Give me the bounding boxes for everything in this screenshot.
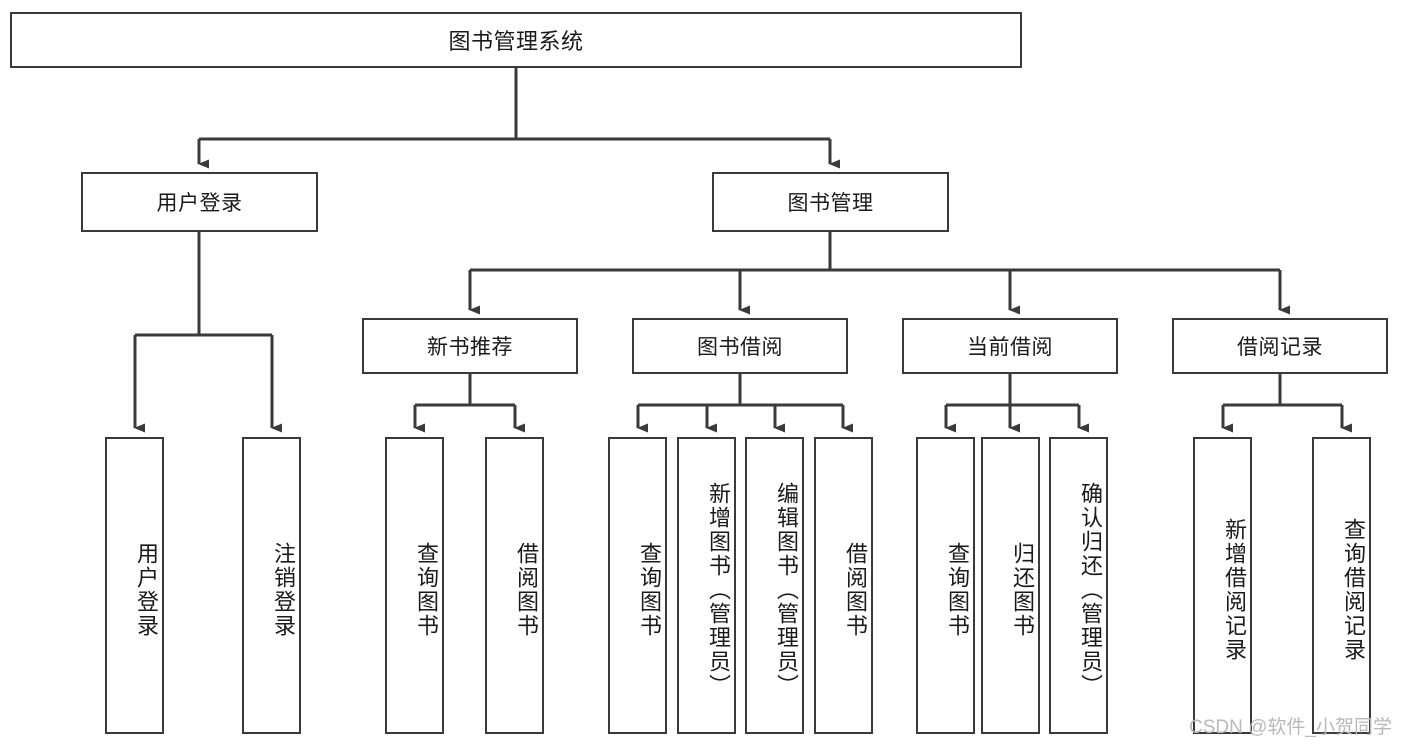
leaf-new-book-borrow-book[interactable]: 借阅图书 [485, 437, 544, 734]
csdn-watermark: CSDN @软件_小贺同学 [1189, 717, 1392, 738]
leaf-user-login-logout[interactable]: 注销登录 [242, 437, 301, 734]
node-user-login[interactable]: 用户登录 [81, 172, 318, 232]
node-book-borrow[interactable]: 图书借阅 [632, 318, 848, 374]
leaf-new-book-query-book[interactable]: 查询图书 [385, 437, 444, 734]
node-current-borrow[interactable]: 当前借阅 [902, 318, 1118, 374]
node-book-management[interactable]: 图书管理 [712, 172, 949, 232]
leaf-borrow-record-query-record[interactable]: 查询借阅记录 [1312, 437, 1371, 734]
leaf-user-login-login[interactable]: 用户登录 [105, 437, 164, 734]
node-root-book-management-system[interactable]: 图书管理系统 [10, 12, 1022, 68]
node-borrow-record[interactable]: 借阅记录 [1172, 318, 1388, 374]
leaf-book-borrow-edit-book-admin[interactable]: 编辑图书（管理员） [745, 437, 804, 734]
leaf-book-borrow-query-book[interactable]: 查询图书 [608, 437, 667, 734]
leaf-book-borrow-borrow-book[interactable]: 借阅图书 [814, 437, 873, 734]
leaf-borrow-record-add-record[interactable]: 新增借阅记录 [1193, 437, 1252, 734]
leaf-current-borrow-confirm-return-admin[interactable]: 确认归还（管理员） [1049, 437, 1108, 734]
node-new-book-recommend[interactable]: 新书推荐 [362, 318, 578, 374]
leaf-book-borrow-add-book-admin[interactable]: 新增图书（管理员） [677, 437, 736, 734]
leaf-current-borrow-return-book[interactable]: 归还图书 [981, 437, 1040, 734]
leaf-current-borrow-query-book[interactable]: 查询图书 [916, 437, 975, 734]
